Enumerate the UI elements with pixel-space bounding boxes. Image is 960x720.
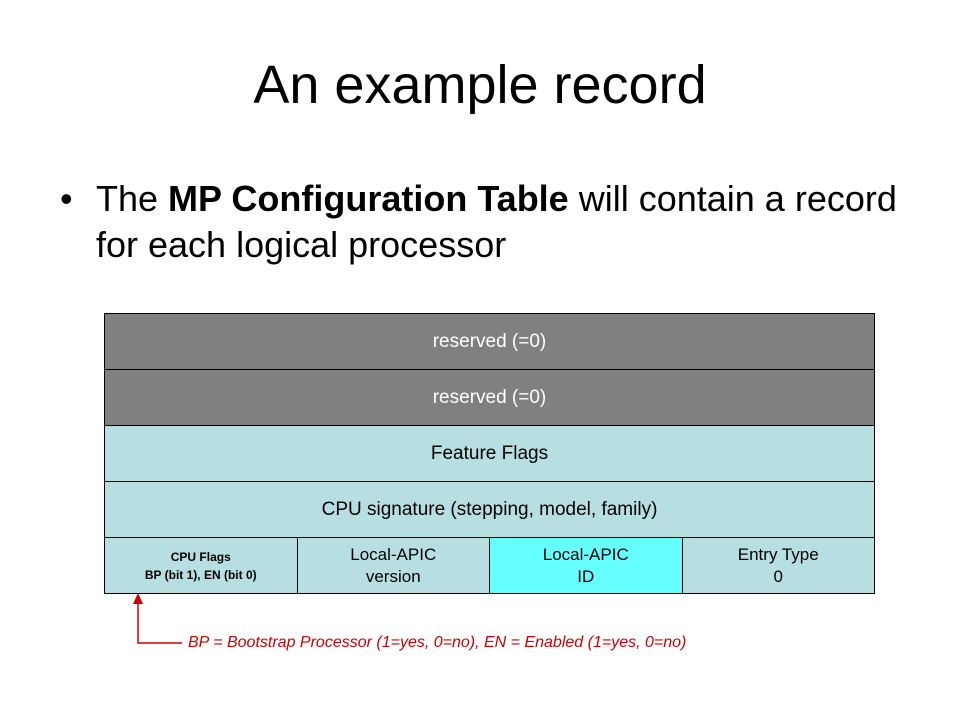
field-local-apic-version: Local-APIC version bbox=[297, 538, 490, 593]
bullet-dot-icon: • bbox=[60, 178, 73, 219]
field-local-apic-id-line1: Local-APIC bbox=[542, 544, 629, 564]
slide-title: An example record bbox=[253, 55, 707, 115]
field-local-apic-id-line2: ID bbox=[577, 566, 595, 586]
bullet-text-after: will contain a record for each logical p… bbox=[96, 178, 897, 265]
field-entry-type-line1: Entry Type bbox=[737, 544, 819, 564]
mp-record-diagram: reserved (=0) reserved (=0) Feature Flag… bbox=[104, 313, 875, 594]
bullet-bold-term: MP Configuration Table bbox=[168, 178, 569, 219]
up-arrow-icon bbox=[133, 593, 143, 604]
bp-en-note: BP = Bootstrap Processor (1=yes, 0=no), … bbox=[188, 634, 687, 651]
connector-line bbox=[137, 600, 182, 644]
field-local-apic-version-line2: version bbox=[365, 566, 421, 586]
bullet-text: The MP Configuration Table will contain … bbox=[96, 176, 916, 268]
bullet-text-before: The bbox=[96, 178, 169, 219]
record-row-reserved-2: reserved (=0) bbox=[105, 370, 874, 426]
field-local-apic-id: Local-APIC ID bbox=[490, 538, 683, 593]
record-field-row: CPU Flags BP (bit 1), EN (bit 0) Local-A… bbox=[105, 538, 874, 593]
record-row-cpu-signature: CPU signature (stepping, model, family) bbox=[105, 482, 874, 538]
field-entry-type-line2: 0 bbox=[773, 566, 783, 586]
field-entry-type: Entry Type 0 bbox=[682, 538, 874, 593]
field-cpu-flags: CPU Flags BP (bit 1), EN (bit 0) bbox=[105, 538, 298, 593]
field-cpu-flags-line2: BP (bit 1), EN (bit 0) bbox=[144, 567, 257, 582]
field-local-apic-version-line1: Local-APIC bbox=[350, 544, 437, 564]
record-row-feature-flags: Feature Flags bbox=[105, 426, 874, 482]
record-row-reserved-1: reserved (=0) bbox=[105, 314, 874, 370]
field-cpu-flags-line1: CPU Flags bbox=[170, 549, 231, 564]
